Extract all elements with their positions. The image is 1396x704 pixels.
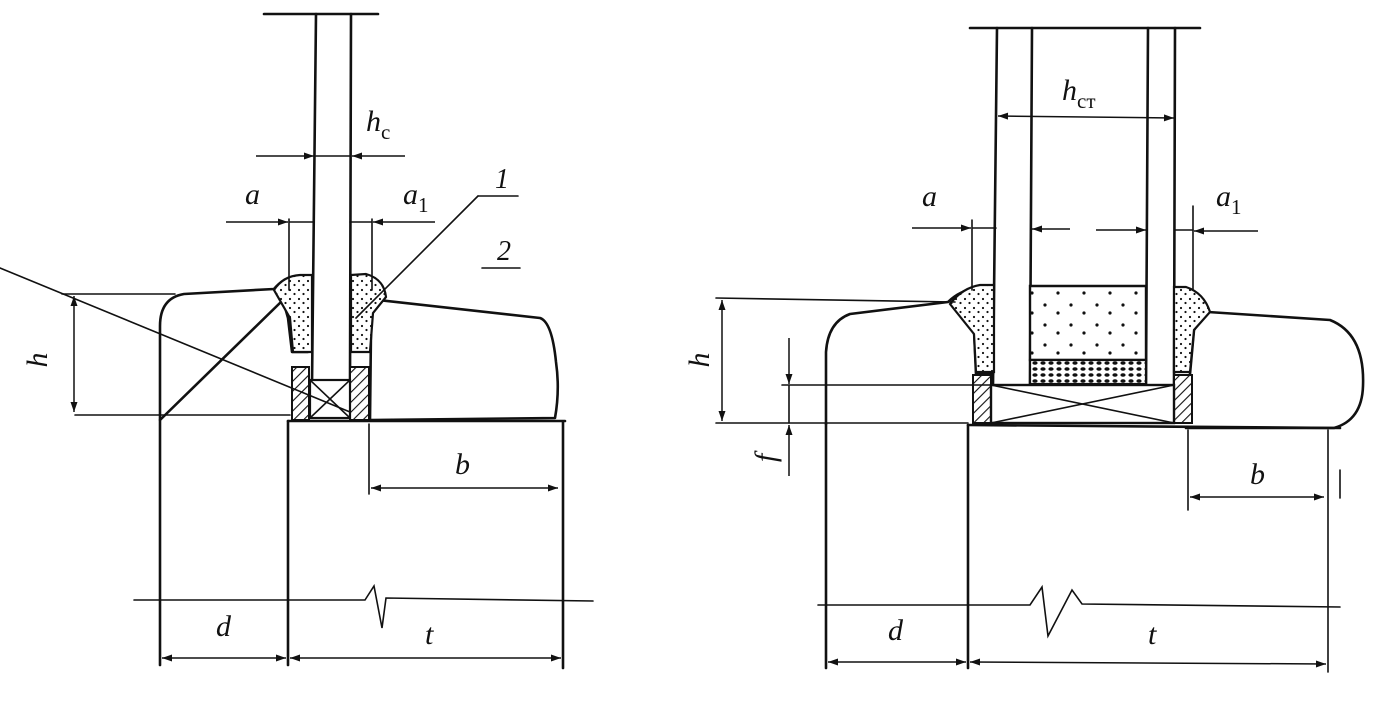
right-label-h: h [683,353,716,368]
right-label-b: b [1250,458,1265,491]
right-t-dim [969,658,1327,668]
left-label-h: h [21,353,54,368]
right-gasket-right [1173,374,1193,424]
right-spacer-sealant [1028,358,1148,386]
right-break-line [817,584,1341,639]
right-label-f: f [749,450,782,462]
left-callout-1: 1 [495,164,509,195]
left-callout-2-leader [0,267,351,413]
left-label-b: b [455,448,470,481]
right-spacer-fill [1028,284,1148,362]
left-callout-2: 2 [497,236,511,267]
left-label-t: t [425,618,434,651]
left-label-a: a [245,178,260,211]
right-sealant-left [948,283,996,374]
right-h-ext-top [715,297,956,303]
left-block-diag-2 [309,379,351,419]
right-hct-dim [997,112,1175,122]
left-gasket-right [349,366,370,421]
right-view: h f hст a a1 b d t [683,26,1365,673]
left-break-line [133,583,594,629]
right-rebate-base [966,423,1342,430]
left-sealant-right [349,272,388,354]
left-label-hc: hс [366,105,390,144]
left-label-a1: a1 [403,178,429,217]
left-view: h hс a a1 1 2 b d t [0,12,594,670]
right-label-a1: a1 [1216,180,1242,219]
right-block-diag-2 [990,384,1175,424]
left-sealant-left [272,273,314,354]
right-sealant-right [1172,285,1212,374]
right-label-t: t [1148,618,1157,651]
right-label-hct: hст [1062,74,1096,113]
left-callout-1-leader [355,195,479,319]
right-label-a: a [922,180,937,213]
left-bead-profile [363,273,560,422]
right-gasket-left [972,374,992,424]
right-label-d: d [888,614,904,647]
left-label-d: d [216,610,232,643]
